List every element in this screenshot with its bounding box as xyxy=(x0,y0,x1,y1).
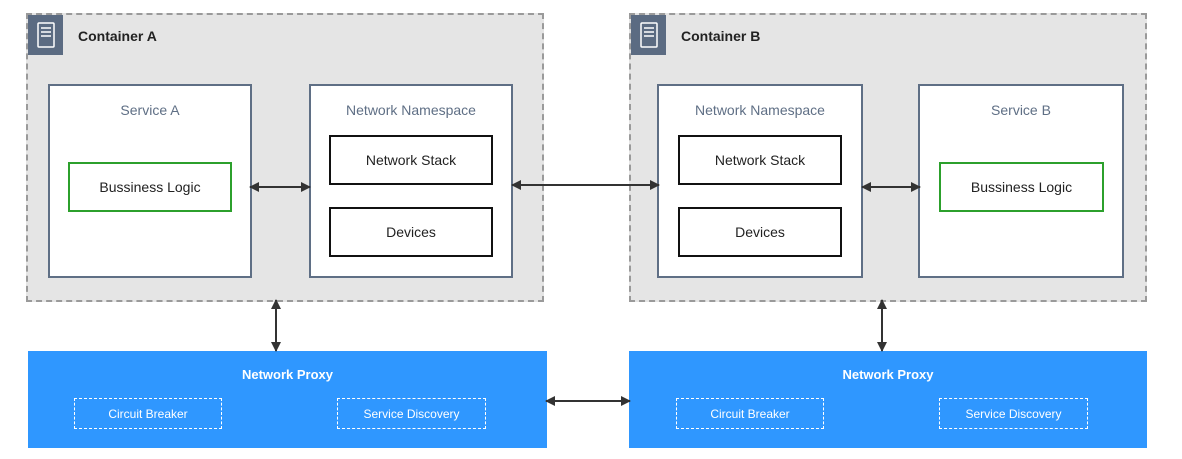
service-b-title: Service B xyxy=(991,102,1051,118)
circuit-breaker-b-label: Circuit Breaker xyxy=(710,406,790,421)
circuit-breaker-a-label: Circuit Breaker xyxy=(108,406,188,421)
network-stack-b-label: Network Stack xyxy=(714,152,806,168)
service-discovery-a-label: Service Discovery xyxy=(363,406,460,421)
business-logic-b: Bussiness Logic xyxy=(939,162,1104,212)
service-discovery-a: Service Discovery xyxy=(337,398,486,429)
network-stack-a: Network Stack xyxy=(329,135,493,185)
circuit-breaker-b: Circuit Breaker xyxy=(676,398,824,429)
network-stack-b: Network Stack xyxy=(678,135,842,185)
network-proxy-b-title: Network Proxy xyxy=(842,367,934,382)
container-a-title: Container A xyxy=(78,28,157,44)
network-stack-a-label: Network Stack xyxy=(365,152,457,168)
circuit-breaker-a: Circuit Breaker xyxy=(74,398,222,429)
service-discovery-b: Service Discovery xyxy=(939,398,1088,429)
business-logic-a: Bussiness Logic xyxy=(68,162,232,212)
devices-b-label: Devices xyxy=(735,224,785,240)
business-logic-a-label: Bussiness Logic xyxy=(99,179,201,195)
network-namespace-b-title: Network Namespace xyxy=(695,102,825,118)
devices-a-label: Devices xyxy=(386,224,436,240)
service-a-title: Service A xyxy=(120,102,180,118)
business-logic-b-label: Bussiness Logic xyxy=(970,179,1073,195)
network-proxy-a-title: Network Proxy xyxy=(241,367,334,382)
devices-a: Devices xyxy=(329,207,493,257)
devices-b: Devices xyxy=(678,207,842,257)
server-icon xyxy=(28,15,63,55)
server-icon xyxy=(631,15,666,55)
network-proxy-b xyxy=(629,351,1147,448)
container-b-title: Container B xyxy=(681,28,761,44)
network-namespace-a-title: Network Namespace xyxy=(346,102,476,118)
service-discovery-b-label: Service Discovery xyxy=(965,406,1062,421)
network-proxy-a xyxy=(28,351,547,448)
